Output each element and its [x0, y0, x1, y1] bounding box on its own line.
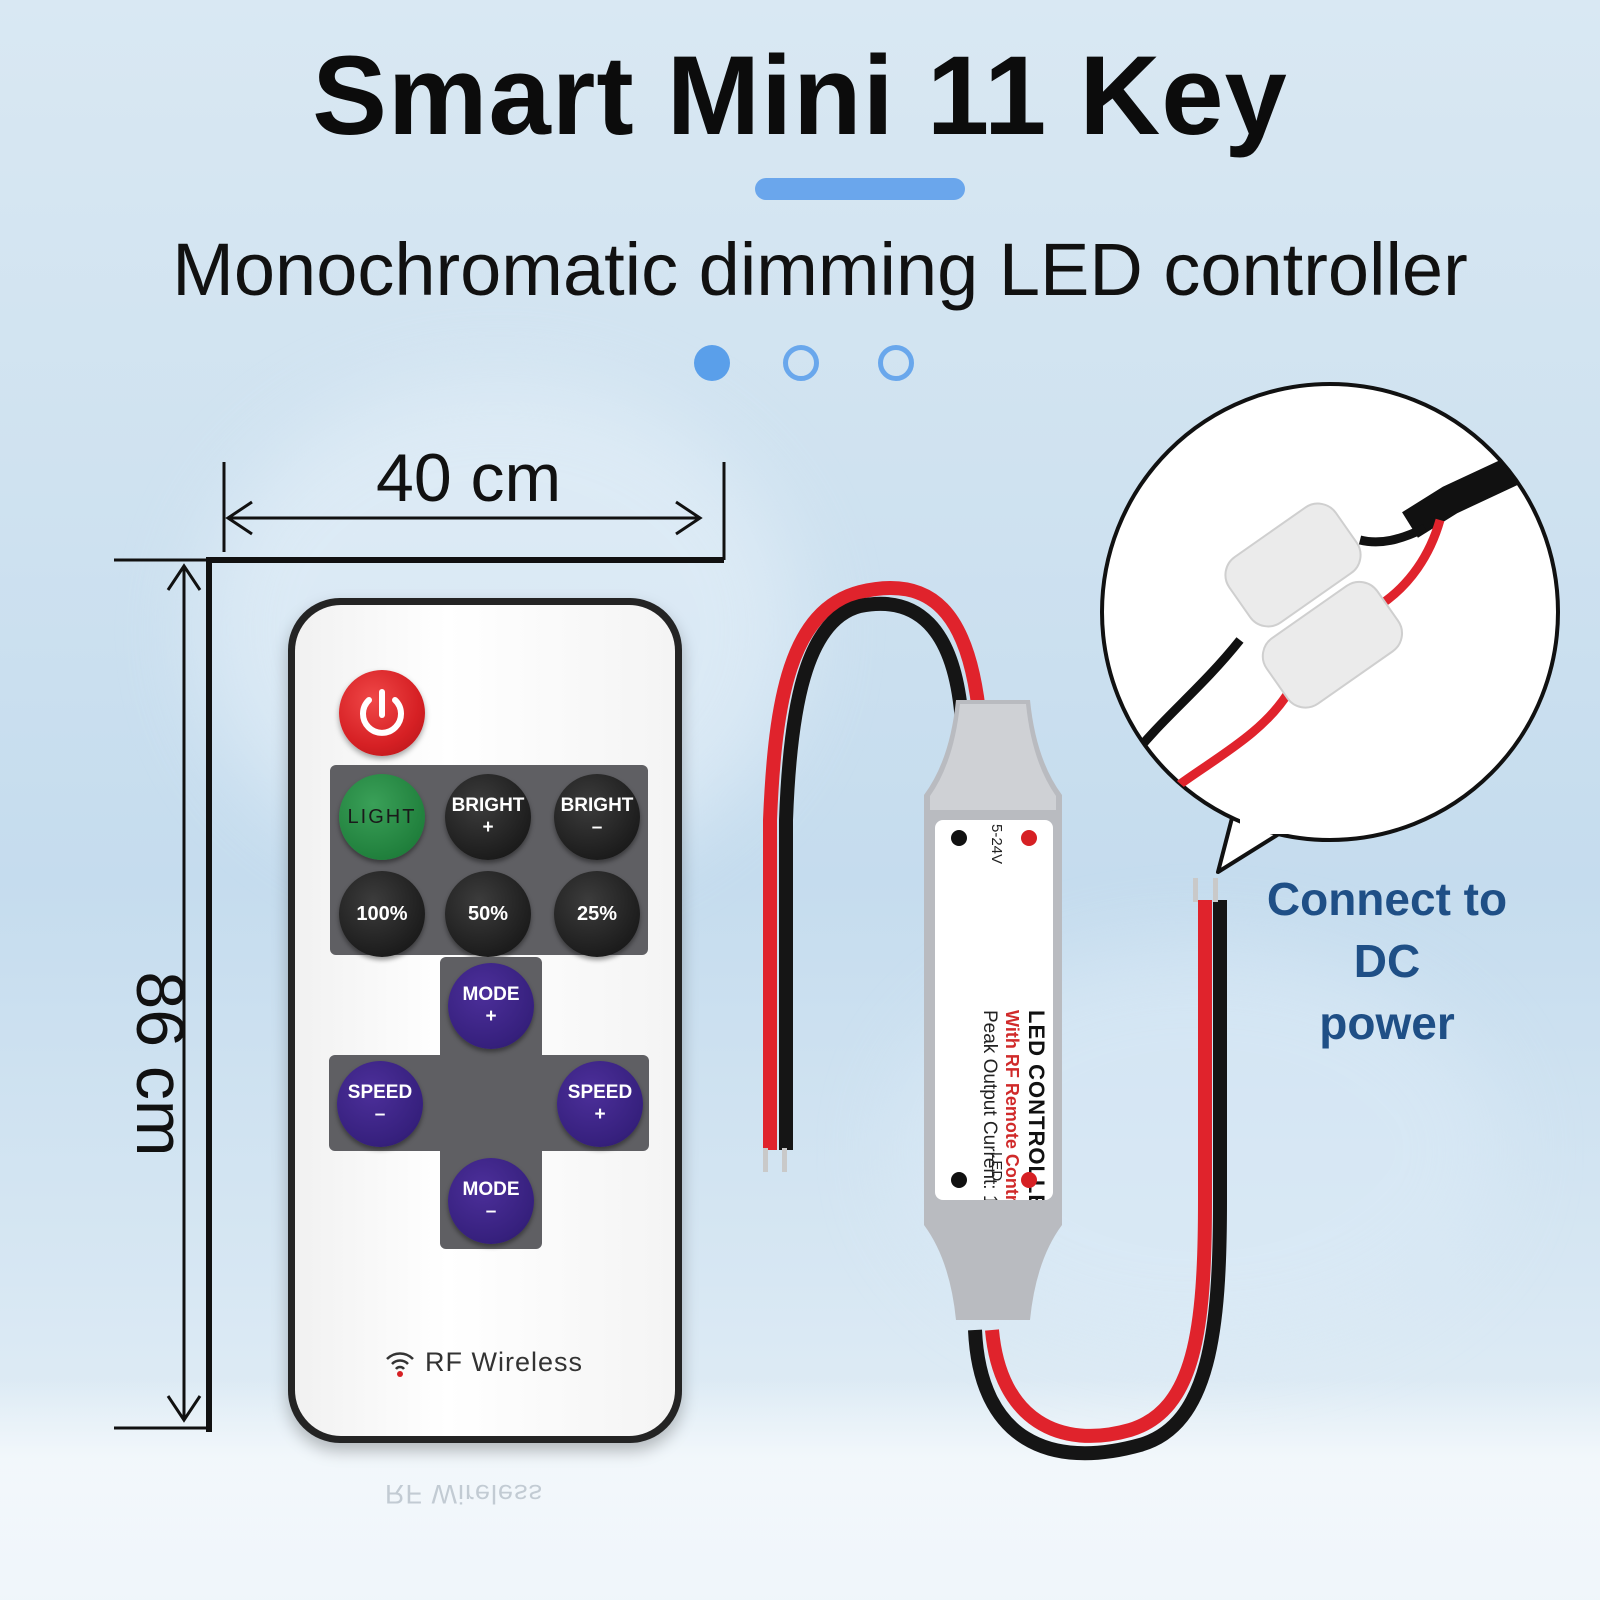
output-wire-red — [985, 900, 1212, 1443]
bright-minus-sign: – — [591, 817, 603, 838]
brightness-100-button[interactable]: 100% — [339, 871, 425, 957]
dim-height-arrow-top — [166, 563, 202, 591]
mode-minus-sign: – — [485, 1201, 497, 1222]
input-wire-black — [779, 596, 969, 1150]
bright-plus-sign: + — [482, 817, 494, 838]
brightness-50-button[interactable]: 50% — [445, 871, 531, 957]
reflective-floor — [0, 1380, 1600, 1600]
mode-minus-button[interactable]: MODE – — [448, 1158, 534, 1244]
mode-minus-label: MODE — [462, 1179, 520, 1200]
output-plus-icon — [1021, 1172, 1037, 1188]
input-wire-red — [763, 581, 987, 1150]
remote-face: LIGHT BRIGHT + BRIGHT – 100% 50% 25% — [295, 605, 675, 1436]
bright-minus-button[interactable]: BRIGHT – — [554, 774, 640, 860]
rf-wireless-label: RF Wireless — [425, 1347, 583, 1377]
power-icon — [360, 689, 404, 736]
brightness-50-label: 50% — [467, 903, 509, 925]
mode-plus-label: MODE — [462, 984, 520, 1005]
bright-plus-button[interactable]: BRIGHT + — [445, 774, 531, 860]
speed-plus-button[interactable]: SPEED + — [557, 1061, 643, 1147]
wire-tip — [782, 1148, 787, 1172]
closeup-black-wire — [1358, 523, 1427, 547]
callout-line-1: Connect to DC — [1266, 873, 1508, 987]
speed-plus-sign: + — [594, 1104, 606, 1125]
speed-plus-label: SPEED — [567, 1082, 633, 1103]
wire-connector-clip — [1261, 580, 1404, 709]
page-title: Smart Mini 11 Key — [312, 33, 1288, 158]
dim-height-arrow-bottom — [166, 1395, 202, 1423]
brightness-100-label: 100% — [356, 903, 408, 925]
mode-plus-sign: + — [485, 1006, 497, 1027]
brightness-25-button[interactable]: 25% — [554, 871, 640, 957]
output-wire-black — [968, 900, 1227, 1461]
output-minus-icon — [951, 1172, 967, 1188]
wifi-icon — [386, 1352, 414, 1377]
callout-joint — [1240, 814, 1290, 834]
dim-width-arrow-right — [675, 500, 703, 536]
speed-minus-sign: – — [374, 1104, 386, 1125]
pagination-dot[interactable] — [878, 345, 914, 381]
bright-plus-label: BRIGHT — [451, 795, 525, 816]
light-button[interactable]: LIGHT — [339, 774, 425, 860]
width-dimension-label: 40 cm — [376, 440, 562, 516]
rf-remote: LIGHT BRIGHT + BRIGHT – 100% 50% 25% — [288, 598, 682, 1443]
callout-caption: Connect to DC power — [1232, 868, 1542, 1054]
speed-minus-label: SPEED — [347, 1082, 413, 1103]
wire-tip — [1213, 878, 1218, 902]
page-subtitle: Monochromatic dimming LED controller — [172, 228, 1468, 311]
light-button-label: LIGHT — [347, 806, 417, 828]
wire-tip — [1193, 878, 1198, 902]
dim-width-arrow-left — [225, 500, 253, 536]
input-plus-icon — [1021, 830, 1037, 846]
mode-plus-button[interactable]: MODE + — [448, 963, 534, 1049]
led-controller: 5-24V LED CONTROLLER With RF Remote Cont… — [920, 700, 1068, 1320]
input-minus-icon — [951, 830, 967, 846]
bright-minus-label: BRIGHT — [560, 795, 634, 816]
callout-line-2: power — [1319, 997, 1455, 1049]
power-button[interactable] — [339, 670, 425, 756]
speed-minus-button[interactable]: SPEED – — [337, 1061, 423, 1147]
pagination-dot-active[interactable] — [694, 345, 730, 381]
wire-connector-clip — [1224, 502, 1362, 628]
wire-tip — [763, 1148, 768, 1172]
pagination-dot[interactable] — [783, 345, 819, 381]
title-underline-bar — [755, 178, 965, 200]
closeup-red-wire — [1377, 518, 1445, 609]
controller-label-sticker: 5-24V LED CONTROLLER With RF Remote Cont… — [935, 820, 1053, 1200]
brightness-25-label: 25% — [576, 903, 618, 925]
